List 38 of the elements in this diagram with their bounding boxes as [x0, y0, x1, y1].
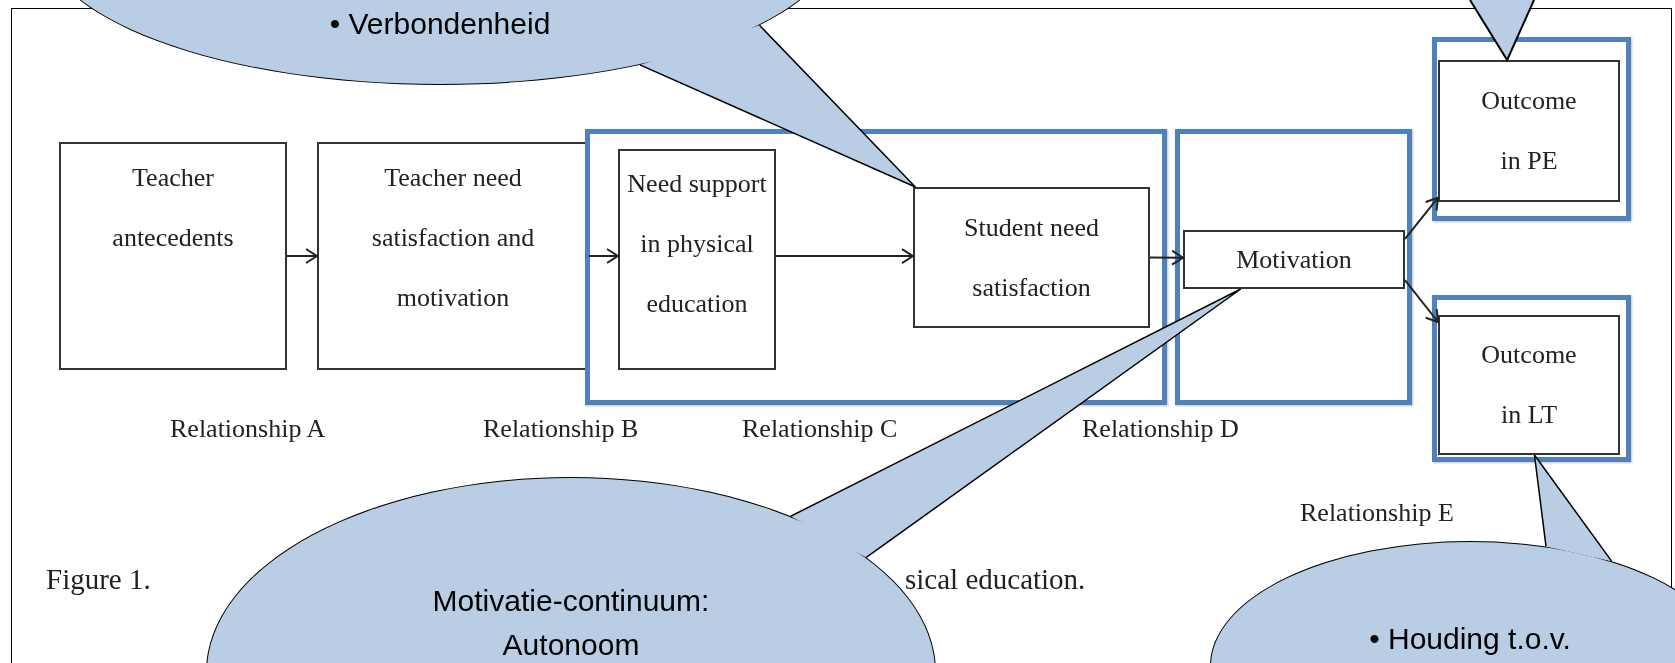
arrow [775, 248, 914, 265]
arrow [286, 248, 318, 264]
relationship-label: Relationship A [170, 413, 326, 445]
arrow [1404, 279, 1439, 323]
process-box [59, 142, 287, 370]
callout-pointer [789, 288, 1242, 559]
box-label: Need support in physical education [626, 168, 768, 320]
process-box [1438, 60, 1620, 202]
arrow [1149, 249, 1184, 266]
box-label: Teacher need satisfaction and motivation [370, 162, 536, 314]
box-label: Outcome in LT [1480, 339, 1578, 431]
group-frame [1432, 295, 1631, 462]
process-box [913, 187, 1150, 328]
box-label: Teacher antecedents [111, 162, 235, 254]
figure-caption: Figure 1. [46, 562, 151, 596]
callout-pointer [639, 24, 917, 188]
process-box [618, 149, 776, 370]
group-frame [585, 129, 1167, 405]
figure-caption: sical education. [905, 562, 1086, 596]
relationship-label: Relationship C [742, 413, 898, 445]
callout-text: • Houding t.o.v. [1369, 622, 1571, 656]
group-frame [1175, 129, 1412, 405]
callout-pointer [1469, 0, 1535, 63]
callout-pointer [1533, 454, 1613, 562]
box-label: Student need satisfaction [963, 211, 1100, 304]
process-box [1183, 230, 1405, 289]
process-box [1438, 315, 1620, 455]
relationship-label: Relationship B [483, 413, 639, 445]
callout-text: Autonoom [502, 628, 640, 662]
callout-text: Motivatie-continuum: [432, 584, 710, 618]
relationship-label: Relationship D [1082, 413, 1239, 445]
arrow [1404, 196, 1439, 240]
arrow [588, 248, 619, 264]
group-frame [1432, 37, 1631, 221]
box-label: Motivation [1236, 243, 1352, 276]
callout-text: • Verbondenheid [329, 7, 551, 41]
box-label: Outcome in PE [1480, 85, 1578, 177]
relationship-label: Relationship E [1300, 497, 1454, 529]
